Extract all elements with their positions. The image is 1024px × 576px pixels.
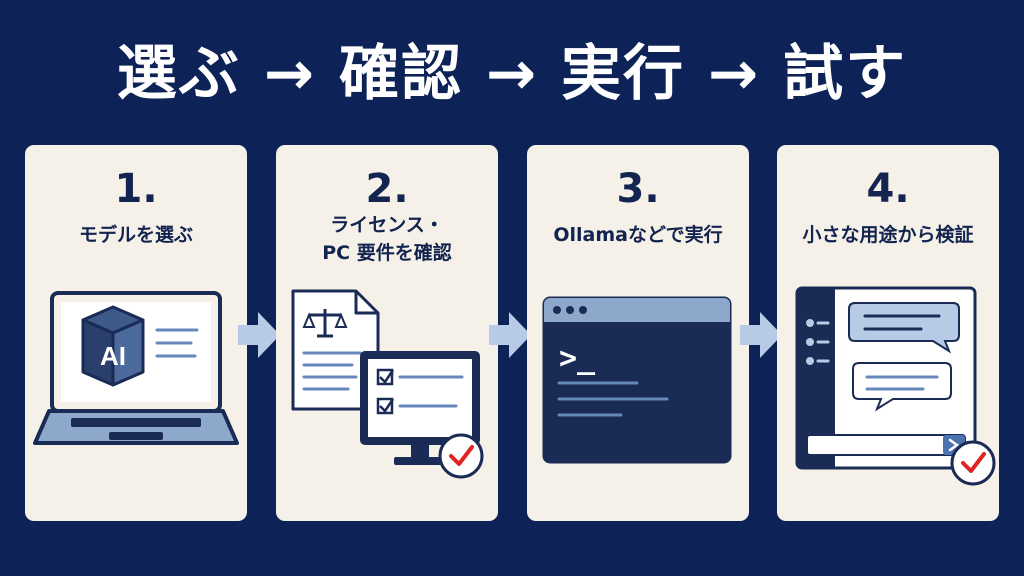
step-number: 3. xyxy=(616,166,660,212)
arrow-right-icon xyxy=(238,312,280,358)
step-number: 4. xyxy=(866,166,910,212)
step-card-4: 4. 小さな用途から検証 xyxy=(777,145,999,521)
ai-badge-text: AI xyxy=(100,341,126,371)
terminal-icon: >_ xyxy=(542,296,732,464)
step-title-line1: ライセンス・ xyxy=(330,214,444,236)
page-title: 選ぶ → 確認 → 実行 → 試す xyxy=(116,39,908,109)
step-number: 1. xyxy=(114,166,158,212)
arrow-right-icon xyxy=(489,312,531,358)
chat-app-check-icon xyxy=(795,286,996,486)
step-title: モデルを選ぶ xyxy=(78,224,193,246)
step-title: Ollamaなどで実行 xyxy=(553,224,723,246)
document-monitor-check-icon xyxy=(291,289,484,479)
step-card-2: 2. ライセンス・ PC 要件を確認 xyxy=(276,145,498,521)
step-number: 2. xyxy=(365,166,409,212)
arrow-right-icon xyxy=(740,312,782,358)
check-badge-icon xyxy=(950,440,996,486)
check-badge-icon xyxy=(438,433,484,479)
step-title-line2: PC 要件を確認 xyxy=(322,242,452,264)
scale-icon xyxy=(302,309,348,338)
step-card-1: 1. モデルを選ぶ AI xyxy=(25,145,247,521)
laptop-ai-icon: AI xyxy=(33,291,239,445)
step-card-3: 3. Ollamaなどで実行 >_ xyxy=(527,145,749,521)
terminal-prompt: >_ xyxy=(559,341,596,376)
step-title: 小さな用途から検証 xyxy=(802,224,974,246)
